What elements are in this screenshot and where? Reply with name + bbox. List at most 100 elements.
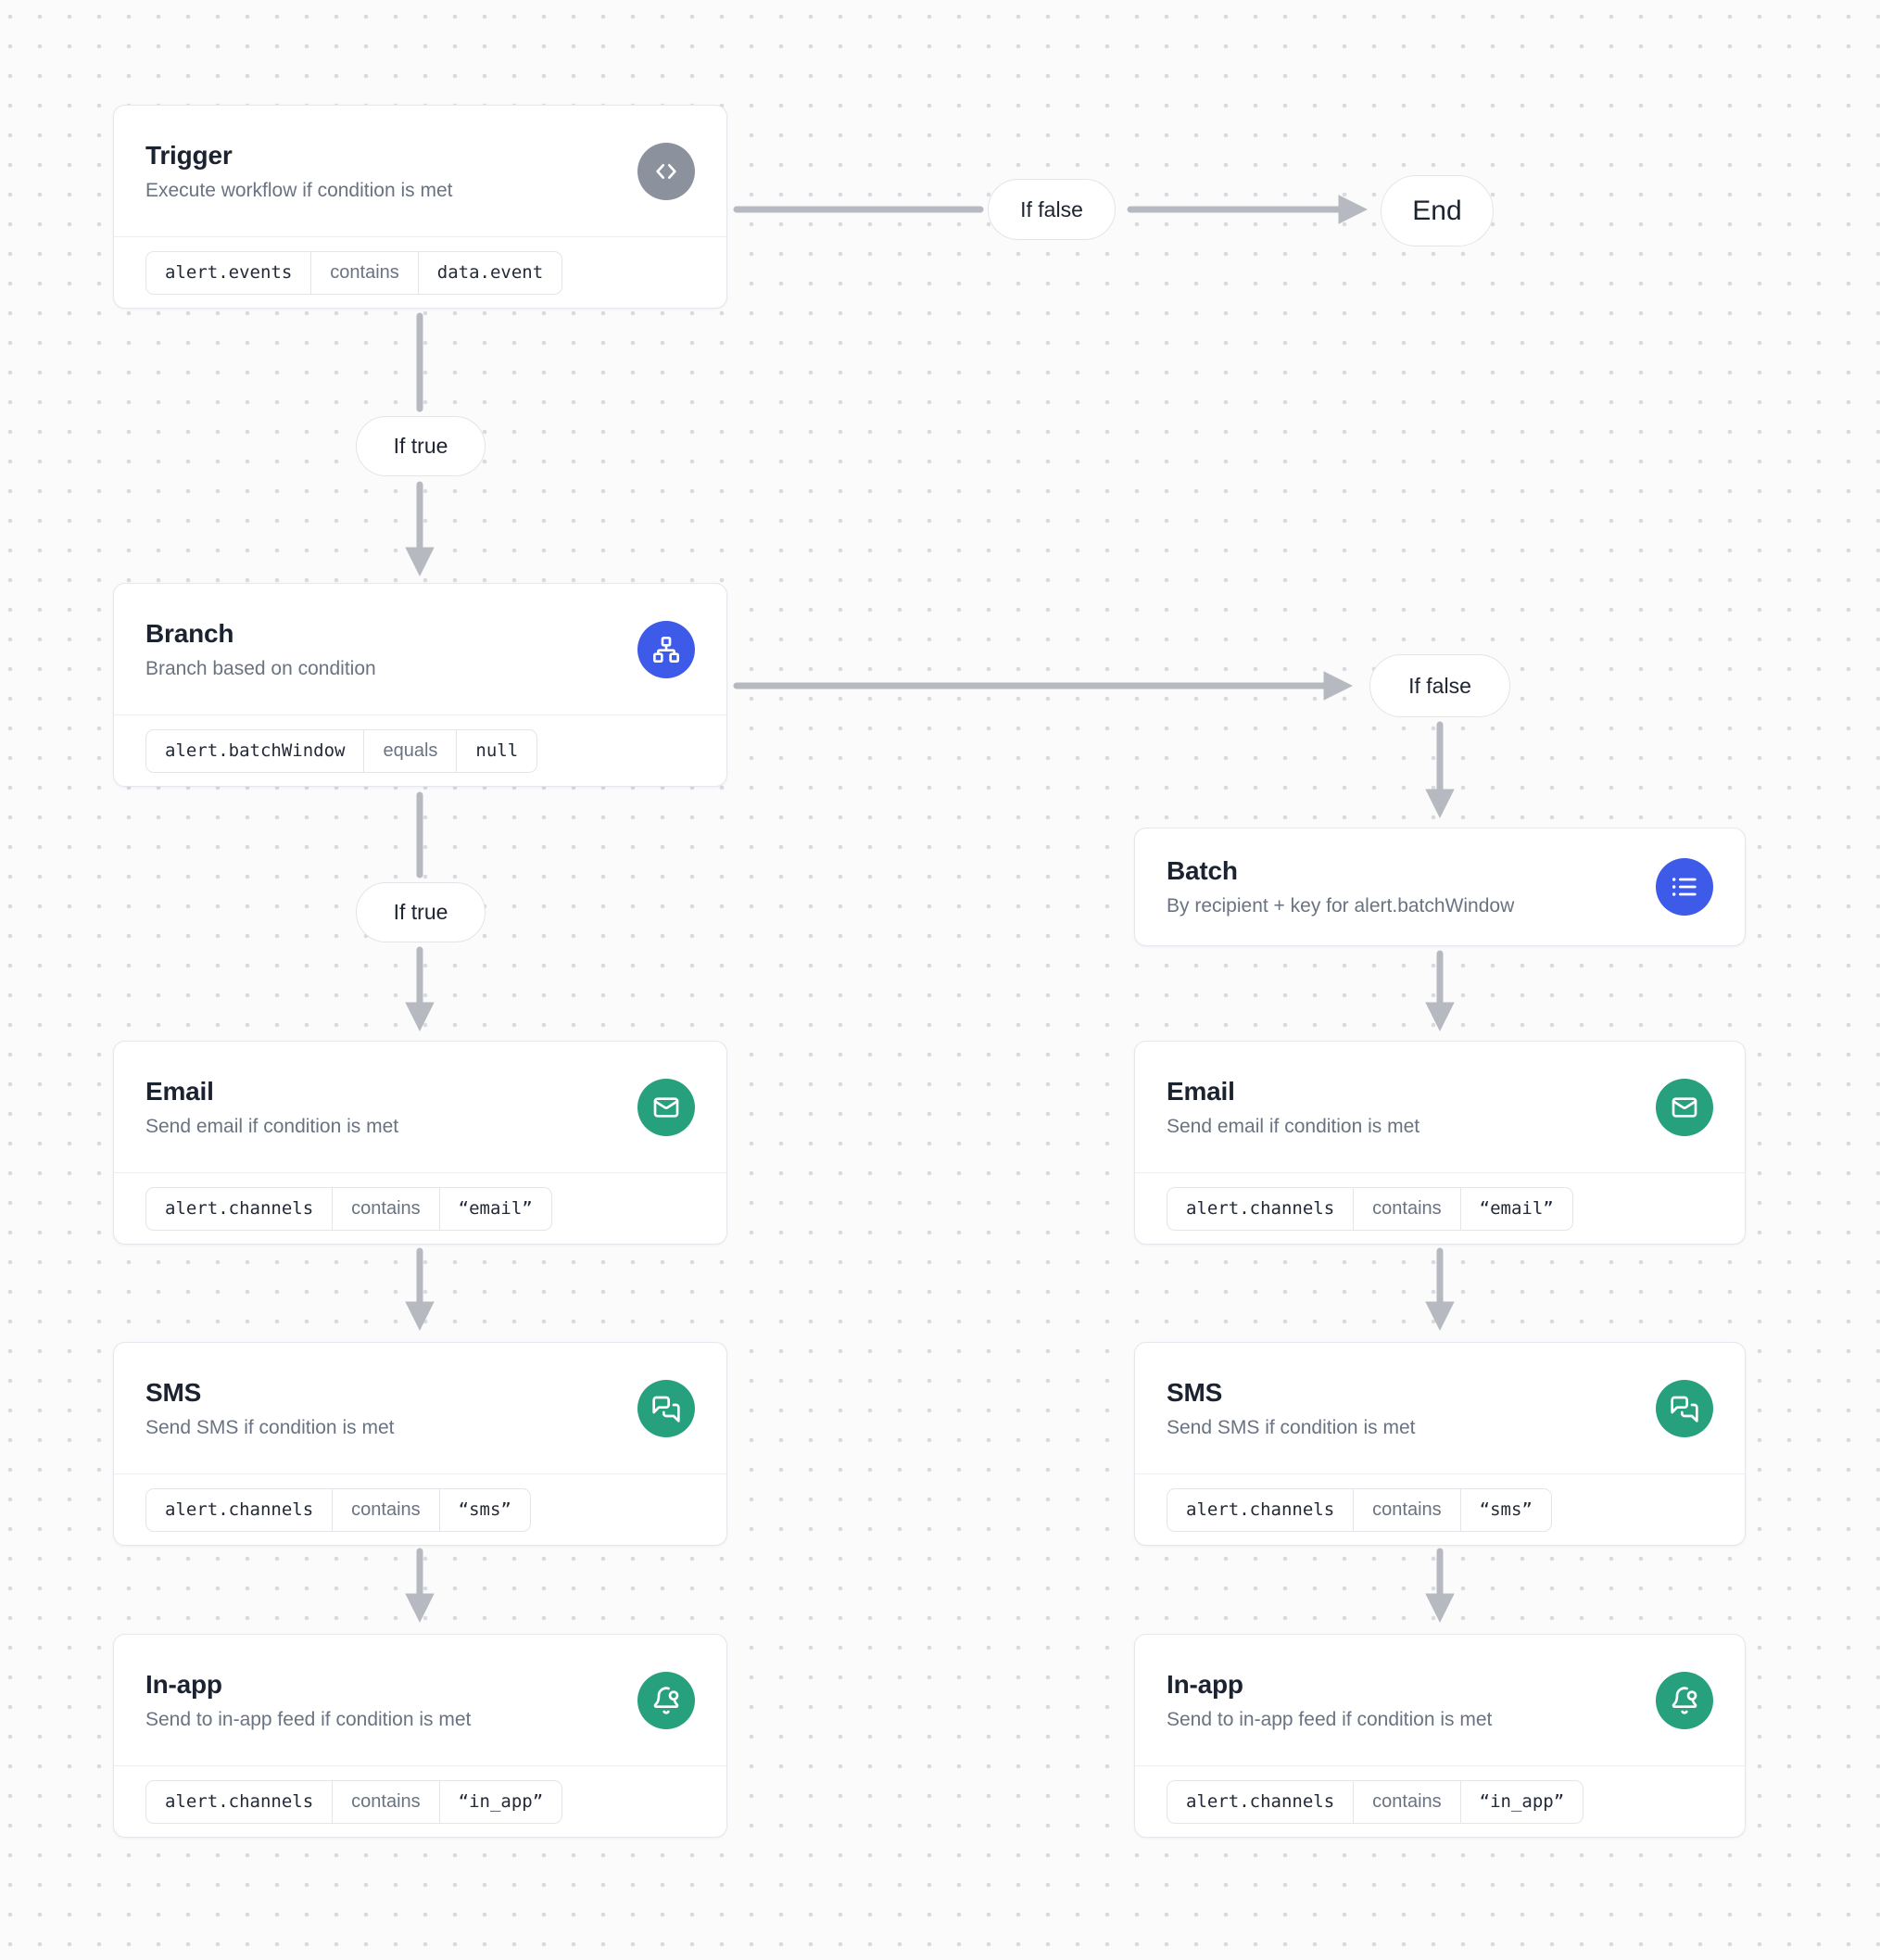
inapp-node-header: In-app Send to in-app feed if condition … — [1135, 1635, 1745, 1765]
node-title: Trigger — [145, 140, 233, 170]
branch-node[interactable]: Branch Branch based on condition alert.b… — [113, 583, 727, 787]
condition-field: alert.channels — [1186, 1499, 1335, 1520]
inapp-condition-row: alert.channels contains “in_app” — [1135, 1765, 1745, 1837]
batch-node[interactable]: Batch By recipient + key for alert.batch… — [1134, 828, 1746, 946]
node-title: In-app — [145, 1669, 222, 1699]
condition-operator: contains — [332, 1488, 440, 1531]
node-title: SMS — [145, 1377, 202, 1407]
node-subtitle: Send email if condition is met — [1167, 1115, 1420, 1137]
mail-icon — [1656, 1078, 1713, 1136]
sms-node-header: SMS Send SMS if condition is met — [114, 1343, 726, 1473]
trigger-node-header: Trigger Execute workflow if condition is… — [114, 106, 726, 236]
condition-value: “email” — [1479, 1198, 1554, 1219]
condition-value: data.event — [436, 262, 544, 283]
edge-label-text: If false — [1408, 673, 1471, 698]
chat-bubbles-icon — [637, 1379, 695, 1437]
mail-icon — [637, 1078, 695, 1136]
condition-value: “sms” — [1479, 1499, 1533, 1520]
condition-value: null — [475, 740, 519, 761]
edge-label-text: If true — [393, 434, 448, 458]
condition-operator: equals — [363, 729, 458, 772]
trigger-condition-row: alert.events contains data.event — [114, 236, 726, 308]
condition-chip: alert.channels contains “email” — [1167, 1186, 1573, 1231]
condition-field: alert.events — [165, 262, 293, 283]
email-condition-row: alert.channels contains “email” — [1135, 1172, 1745, 1244]
node-subtitle: By recipient + key for alert.batchWindow — [1167, 895, 1515, 917]
network-icon — [637, 620, 695, 678]
condition-operator: contains — [1353, 1187, 1461, 1230]
branch-condition-row: alert.batchWindow equals null — [114, 714, 726, 786]
condition-field: alert.channels — [165, 1198, 314, 1219]
sms-condition-row: alert.channels contains “sms” — [114, 1473, 726, 1545]
node-title: Email — [145, 1076, 214, 1106]
node-title: SMS — [1167, 1377, 1223, 1407]
node-subtitle: Send SMS if condition is met — [1167, 1416, 1416, 1438]
node-subtitle: Send to in-app feed if condition is met — [1167, 1708, 1493, 1730]
node-title: Email — [1167, 1076, 1235, 1106]
edge-label-if-true-1: If true — [356, 416, 486, 476]
node-title: In-app — [1167, 1669, 1243, 1699]
inapp-node-text: In-app Send to in-app feed if condition … — [145, 1670, 471, 1731]
email-node-header: Email Send email if condition is met — [1135, 1042, 1745, 1172]
node-subtitle: Send email if condition is met — [145, 1115, 399, 1137]
batch-node-header: Batch By recipient + key for alert.batch… — [1135, 828, 1745, 945]
email-node-main[interactable]: Email Send email if condition is met ale… — [113, 1041, 727, 1245]
sms-node-text: SMS Send SMS if condition is met — [145, 1378, 394, 1439]
trigger-node-text: Trigger Execute workflow if condition is… — [145, 141, 452, 202]
condition-chip: alert.channels contains “in_app” — [145, 1779, 563, 1824]
condition-operator: contains — [310, 251, 419, 294]
edge-label-text: If false — [1020, 196, 1083, 221]
inapp-node-text: In-app Send to in-app feed if condition … — [1167, 1670, 1492, 1731]
sms-node-text: SMS Send SMS if condition is met — [1167, 1378, 1415, 1439]
batch-node-text: Batch By recipient + key for alert.batch… — [1167, 856, 1514, 917]
sms-node-main[interactable]: SMS Send SMS if condition is met alert.c… — [113, 1342, 727, 1546]
node-subtitle: Send SMS if condition is met — [145, 1416, 395, 1438]
node-title: Batch — [1167, 856, 1238, 885]
inapp-condition-row: alert.channels contains “in_app” — [114, 1765, 726, 1837]
email-node-text: Email Send email if condition is met — [145, 1077, 398, 1138]
inapp-node-header: In-app Send to in-app feed if condition … — [114, 1635, 726, 1765]
inapp-node-main[interactable]: In-app Send to in-app feed if condition … — [113, 1634, 727, 1838]
condition-operator: contains — [1353, 1780, 1461, 1823]
edge-label-text: If true — [393, 900, 448, 924]
node-subtitle: Send to in-app feed if condition is met — [145, 1708, 472, 1730]
condition-operator: contains — [1353, 1488, 1461, 1531]
condition-field: alert.channels — [165, 1791, 314, 1812]
end-label: End — [1412, 195, 1462, 226]
condition-value: “sms” — [458, 1499, 511, 1520]
condition-value: “email” — [458, 1198, 533, 1219]
email-condition-row: alert.channels contains “email” — [114, 1172, 726, 1244]
condition-value: “in_app” — [458, 1791, 544, 1812]
condition-field: alert.batchWindow — [165, 740, 346, 761]
condition-operator: contains — [332, 1187, 440, 1230]
inapp-node-batch[interactable]: In-app Send to in-app feed if condition … — [1134, 1634, 1746, 1838]
code-icon — [637, 142, 695, 200]
bell-dot-icon — [1656, 1671, 1713, 1729]
condition-value: “in_app” — [1479, 1791, 1565, 1812]
node-title: Branch — [145, 618, 234, 648]
edge-label-if-false-branch: If false — [1369, 654, 1510, 717]
condition-chip: alert.channels contains “in_app” — [1167, 1779, 1584, 1824]
condition-chip: alert.channels contains “sms” — [1167, 1487, 1552, 1532]
condition-operator: contains — [332, 1780, 440, 1823]
list-icon — [1656, 858, 1713, 916]
chat-bubbles-icon — [1656, 1379, 1713, 1437]
condition-chip: alert.channels contains “email” — [145, 1186, 552, 1231]
branch-node-header: Branch Branch based on condition — [114, 584, 726, 714]
end-node[interactable]: End — [1381, 175, 1494, 247]
condition-chip: alert.batchWindow equals null — [145, 728, 538, 773]
sms-node-batch[interactable]: SMS Send SMS if condition is met alert.c… — [1134, 1342, 1746, 1546]
condition-field: alert.channels — [1186, 1791, 1335, 1812]
email-node-text: Email Send email if condition is met — [1167, 1077, 1419, 1138]
condition-chip: alert.channels contains “sms” — [145, 1487, 531, 1532]
node-subtitle: Branch based on condition — [145, 657, 376, 679]
condition-field: alert.channels — [1186, 1198, 1335, 1219]
sms-condition-row: alert.channels contains “sms” — [1135, 1473, 1745, 1545]
condition-chip: alert.events contains data.event — [145, 250, 563, 295]
email-node-batch[interactable]: Email Send email if condition is met ale… — [1134, 1041, 1746, 1245]
node-subtitle: Execute workflow if condition is met — [145, 179, 453, 201]
trigger-node[interactable]: Trigger Execute workflow if condition is… — [113, 105, 727, 309]
sms-node-header: SMS Send SMS if condition is met — [1135, 1343, 1745, 1473]
edge-label-if-false-top: If false — [988, 179, 1116, 240]
